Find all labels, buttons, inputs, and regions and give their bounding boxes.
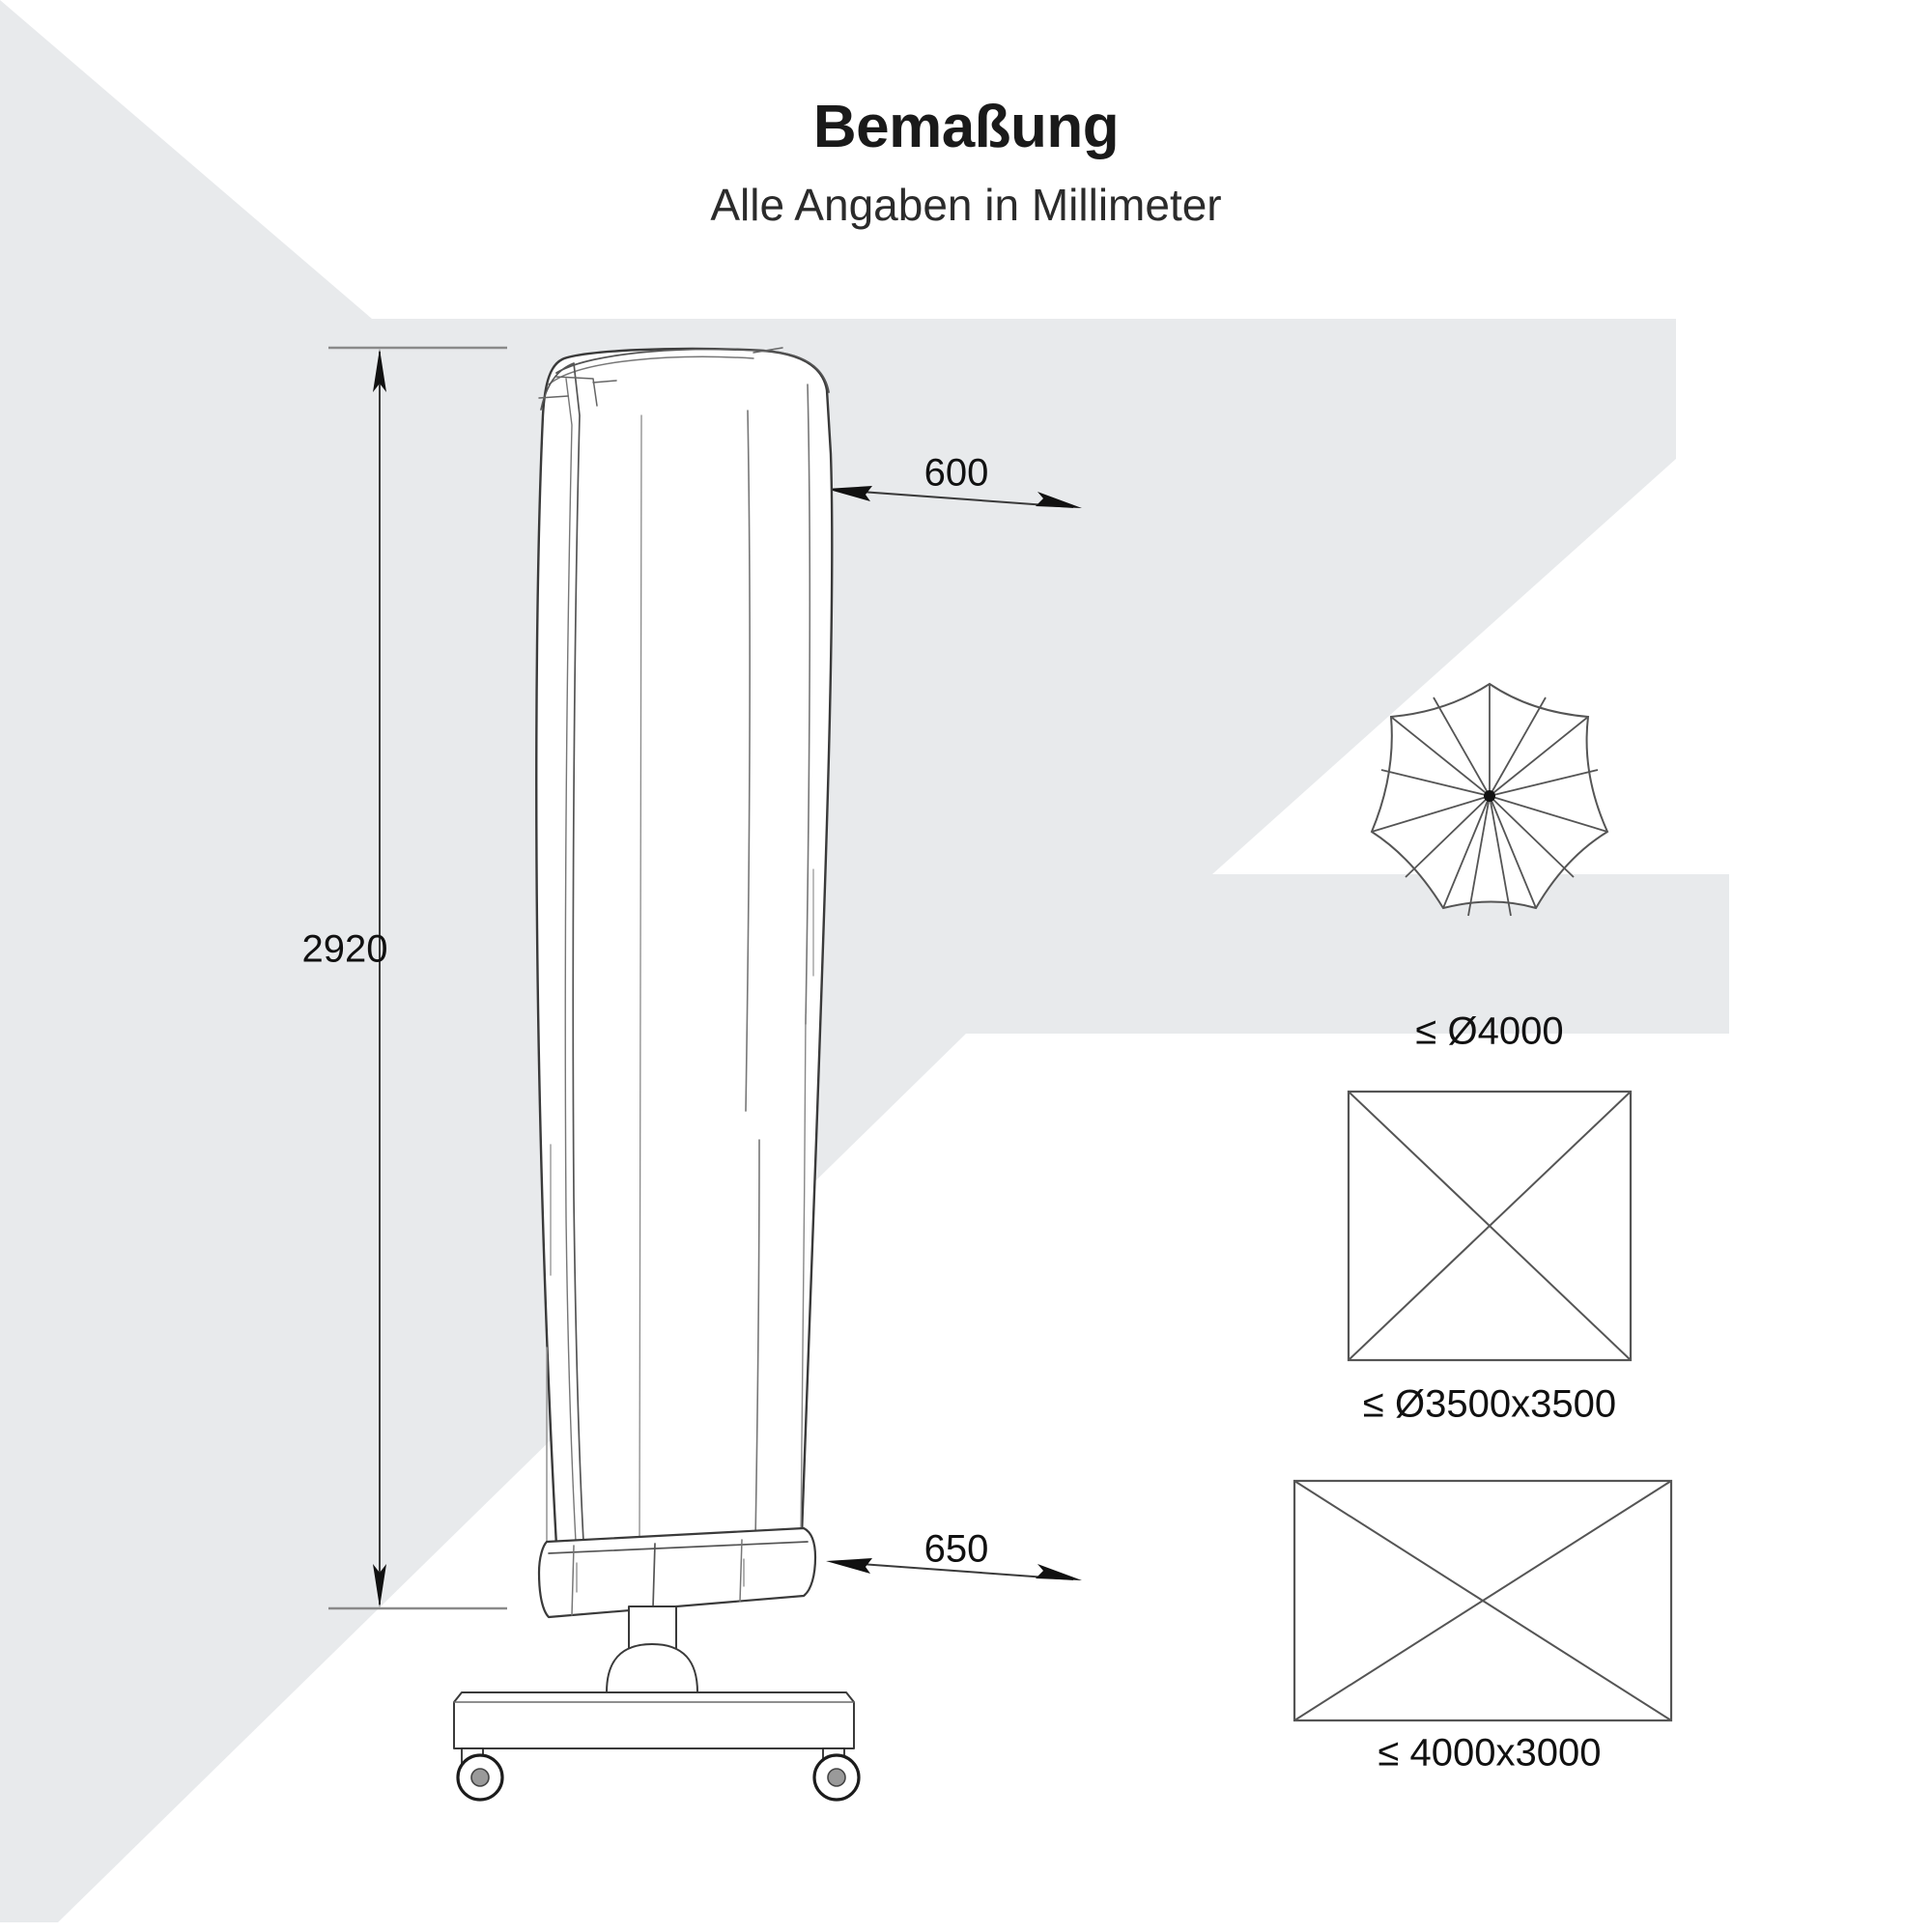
- backdrop-shape-group: [0, 0, 1729, 1922]
- caster-right: [812, 1747, 861, 1802]
- dim-height-arrow-top: [373, 349, 386, 392]
- dim-650-arrow-left: [826, 1558, 872, 1574]
- cover-right-seam-long: [805, 384, 810, 1025]
- cover-top-seam: [555, 348, 830, 393]
- dim-650-arrow-right: [1036, 1564, 1082, 1580]
- dimension-height-2920: [328, 346, 507, 1610]
- cover-skirt-top-seam: [548, 1541, 809, 1554]
- caster-left: [456, 1747, 504, 1802]
- dim-600-line: [834, 489, 1074, 508]
- base-plate: [453, 1691, 855, 1749]
- cover-center-right-seam: [745, 410, 751, 1112]
- rect-umbrella-diagonal-b: [1293, 1480, 1672, 1721]
- dimension-base-width-650: [826, 1558, 1082, 1580]
- dim-height-arrow-bottom: [373, 1564, 386, 1607]
- shape-round-umbrella: [1370, 682, 1609, 917]
- cover-skirt-divider-mid: [652, 1543, 656, 1608]
- dim-650-line: [834, 1561, 1074, 1580]
- caster-left-hub: [470, 1768, 490, 1787]
- square-umbrella-diagonal-b: [1348, 1091, 1632, 1361]
- cover-body-outline: [535, 347, 834, 1548]
- cover-left-fold-2: [564, 378, 577, 1543]
- dim-600-arrow-left: [826, 486, 872, 501]
- backdrop-gray-wedge: [0, 0, 1729, 1922]
- cover-corner-tick-b: [592, 380, 617, 384]
- dome-cap: [606, 1643, 698, 1693]
- cover-lower-right-seam: [754, 1139, 760, 1541]
- cover-lower-right-seam-2: [800, 1013, 807, 1537]
- caster-right-hub: [827, 1768, 846, 1787]
- dim-600-arrow-right: [1036, 492, 1082, 508]
- dimension-top-width-600: [826, 486, 1082, 508]
- cover-skirt-divider-right: [739, 1539, 743, 1603]
- cover-skirt: [537, 1526, 817, 1619]
- round-umbrella-hub: [1484, 790, 1495, 802]
- cover-corner-notch: [555, 376, 598, 407]
- cover-top-seam-inner: [548, 355, 754, 385]
- round-umbrella-ribs: [1371, 684, 1608, 917]
- cover-corner-tick-a: [538, 395, 569, 399]
- shape-square-umbrella: [1347, 1090, 1633, 1362]
- umbrella-cover-illustration: [453, 347, 861, 1802]
- cover-seam-upper-right: [753, 347, 783, 354]
- cover-skirt-divider-left: [571, 1545, 575, 1616]
- cover-left-fold: [540, 362, 584, 1543]
- shape-rect-umbrella: [1293, 1479, 1673, 1722]
